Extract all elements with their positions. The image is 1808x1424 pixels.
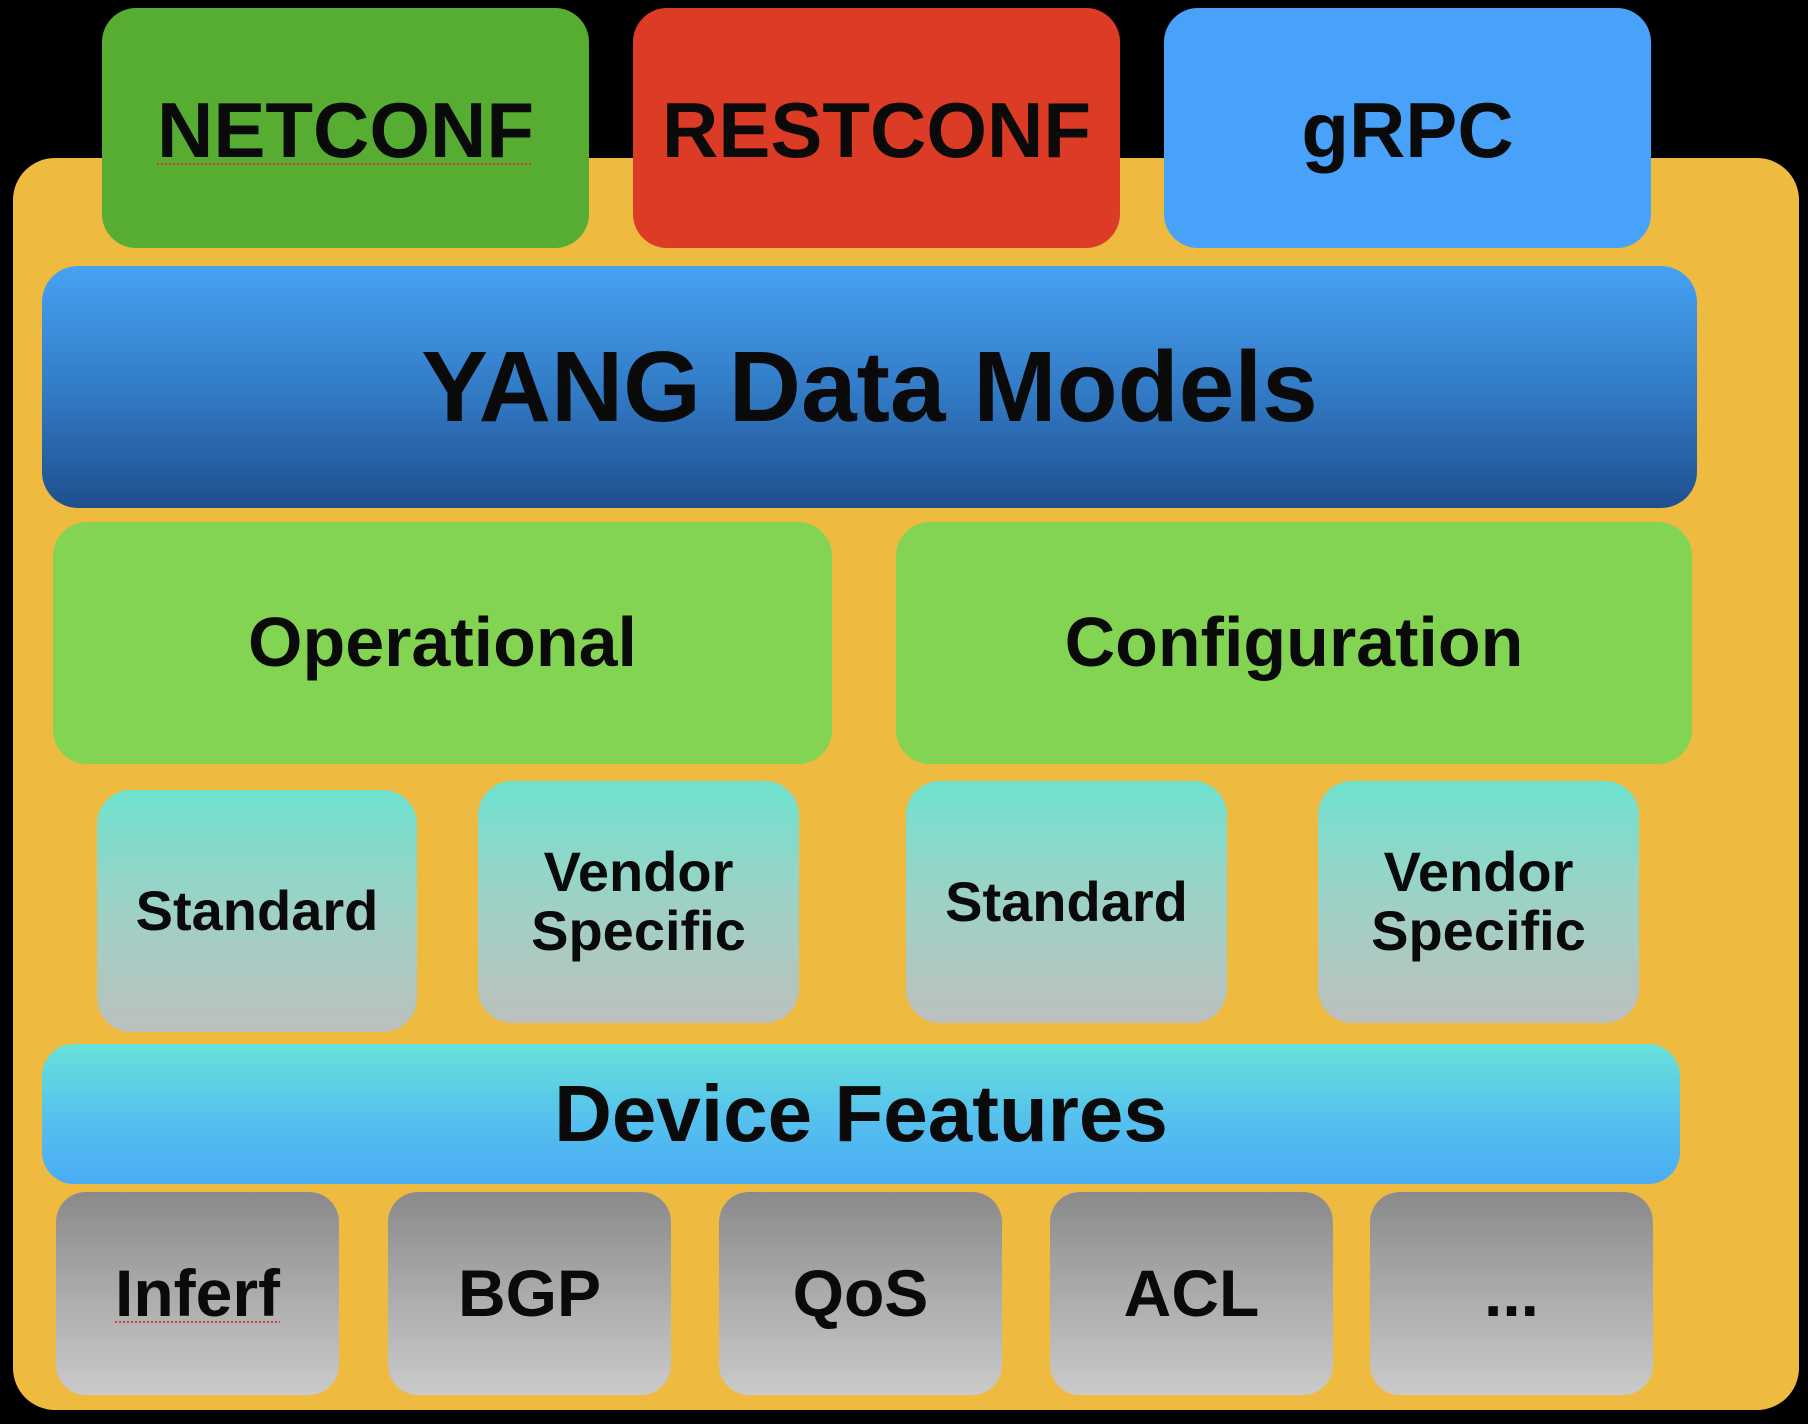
- yang-data-models-label: YANG Data Models: [421, 330, 1318, 443]
- protocol-grpc: gRPC: [1164, 8, 1651, 248]
- feature-acl: ACL: [1050, 1192, 1333, 1395]
- feature-more: ...: [1370, 1192, 1653, 1395]
- configuration-standard-label: Standard: [945, 869, 1188, 933]
- protocol-grpc-label: gRPC: [1301, 86, 1514, 174]
- operational-standard-label: Standard: [135, 878, 379, 942]
- feature-more-label: ...: [1483, 1255, 1539, 1330]
- operational-vendor-specific-box: Vendor Specific: [478, 781, 799, 1023]
- feature-qos: QoS: [719, 1192, 1002, 1395]
- feature-bgp: BGP: [388, 1192, 671, 1395]
- feature-acl-label: ACL: [1123, 1255, 1260, 1330]
- category-operational-label: Operational: [248, 603, 637, 682]
- protocol-netconf-label: NETCONF: [157, 86, 534, 174]
- device-features-label: Device Features: [554, 1069, 1168, 1158]
- feature-qos-label: QoS: [792, 1255, 929, 1330]
- configuration-vendor-specific-label: Vendor Specific: [1371, 840, 1586, 962]
- protocol-restconf: RESTCONF: [633, 8, 1120, 248]
- operational-vendor-specific-label: Vendor Specific: [531, 840, 746, 962]
- operational-standard-box: Standard: [97, 790, 417, 1032]
- configuration-standard-box: Standard: [906, 781, 1227, 1023]
- feature-interface: Inferf: [56, 1192, 339, 1395]
- device-features-layer: Device Features: [42, 1044, 1680, 1184]
- feature-interface-label: Inferf: [115, 1255, 280, 1330]
- yang-data-models-layer: YANG Data Models: [42, 266, 1697, 508]
- category-operational: Operational: [53, 522, 832, 764]
- category-configuration: Configuration: [896, 522, 1692, 764]
- configuration-vendor-specific-box: Vendor Specific: [1318, 781, 1639, 1023]
- category-configuration-label: Configuration: [1064, 603, 1524, 682]
- protocol-netconf: NETCONF: [102, 8, 589, 248]
- feature-bgp-label: BGP: [457, 1255, 602, 1330]
- protocol-restconf-label: RESTCONF: [662, 86, 1091, 174]
